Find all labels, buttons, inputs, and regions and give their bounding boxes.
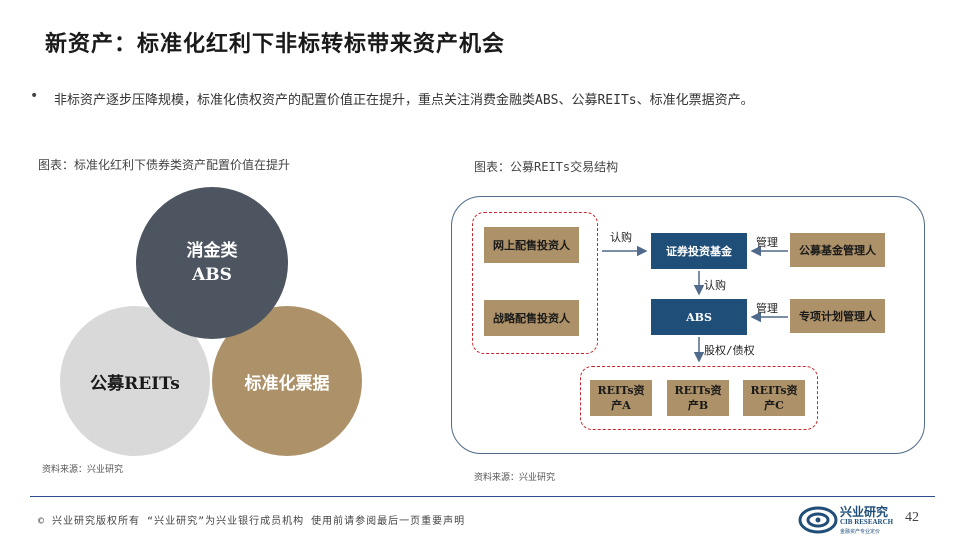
strategic-investor-box: 战略配售投资人 bbox=[484, 300, 579, 336]
reits-asset-a-box: REITs资产A bbox=[590, 380, 652, 416]
bullet-dot-icon: • bbox=[30, 88, 39, 104]
manage-label-mid: 管理 bbox=[756, 302, 778, 315]
right-figure-caption: 图表：公募REITs交易结构 bbox=[474, 160, 619, 174]
reits-asset-c-box: REITs资产C bbox=[743, 380, 805, 416]
securities-fund-box: 证券投资基金 bbox=[651, 233, 747, 269]
circle-standard-bills-label: 标准化票据 bbox=[244, 373, 330, 394]
fund-manager-box: 公募基金管理人 bbox=[790, 233, 885, 267]
subscribe-label-top: 认购 bbox=[610, 231, 632, 244]
circle-consumer-finance-label: 消金类 bbox=[186, 241, 238, 261]
logo-subtitle-text: 金融资产专业定价 bbox=[840, 529, 881, 535]
cib-research-logo: 兴业研究 CIB RESEARCH 金融资产专业定价 bbox=[798, 503, 908, 537]
footer-divider bbox=[30, 496, 935, 497]
plan-manager-box: 专项计划管理人 bbox=[790, 299, 885, 333]
left-figure-caption: 图表：标准化红利下债券类资产配置价值在提升 bbox=[38, 158, 291, 172]
logo-chinese-text: 兴业研究 bbox=[840, 505, 889, 519]
right-figure-source: 资料来源：兴业研究 bbox=[474, 473, 556, 483]
investor-group-dashed-box bbox=[472, 212, 598, 354]
reits-asset-b-box: REITs资产B bbox=[667, 380, 729, 416]
abs-box: ABS bbox=[651, 299, 747, 335]
online-investor-box: 网上配售投资人 bbox=[484, 227, 579, 263]
bullet-point: • 非标资产逐步压降规模，标准化债权资产的配置价值正在提升，重点关注消费金融类A… bbox=[30, 88, 890, 114]
page-number: 42 bbox=[905, 510, 919, 525]
cib-logo-icon bbox=[798, 506, 838, 534]
bullet-text: 非标资产逐步压降规模，标准化债权资产的配置价值正在提升，重点关注消费金融类ABS… bbox=[54, 93, 754, 108]
slide-title: 新资产：标准化红利下非标转标带来资产机会 bbox=[45, 31, 506, 57]
circle-abs-label: ABS bbox=[192, 265, 232, 285]
left-figure-source: 资料来源：兴业研究 bbox=[42, 465, 124, 475]
diagram-frame bbox=[451, 196, 925, 454]
footer-disclaimer: © 兴业研究版权所有 “兴业研究”为兴业银行成员机构 使用前请参阅最后一页重要声… bbox=[38, 516, 466, 527]
logo-english-text: CIB RESEARCH bbox=[840, 518, 894, 526]
equity-debt-label: 股权/债权 bbox=[704, 344, 755, 357]
reits-assets-dashed-box bbox=[580, 366, 818, 430]
manage-label-top: 管理 bbox=[756, 236, 778, 249]
circle-consumer-finance-abs: 消金类 ABS bbox=[136, 187, 288, 339]
subscribe-label-mid: 认购 bbox=[704, 279, 726, 292]
circle-public-reits-label: 公募REITs bbox=[90, 373, 180, 394]
